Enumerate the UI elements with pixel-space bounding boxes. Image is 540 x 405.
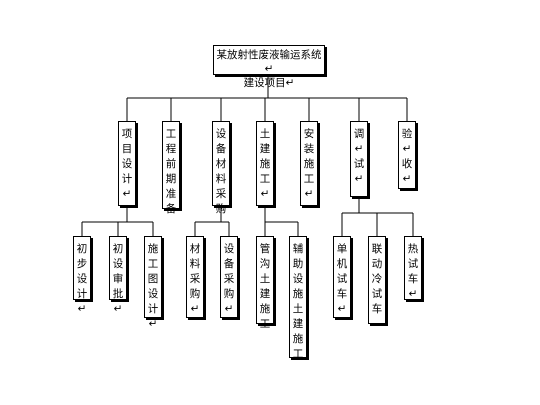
node-label: 调↵试↵: [353, 128, 365, 185]
node-label: 初设审批↵: [112, 243, 124, 315]
node-linked-cold-test: 联动冷试车: [368, 236, 386, 324]
node-label: 管沟土建施工: [259, 243, 271, 330]
root-node: 某放射性废液输运系统↵ 建设项目↵: [213, 45, 325, 89]
node-label: 材料采购↵: [189, 243, 201, 315]
node-acceptance: 验↵收↵: [398, 121, 416, 189]
node-label: 单机试车↵: [336, 243, 348, 315]
node-equipment-purchase: 设备采购↵: [220, 236, 238, 318]
node-preliminary-preparation: 工程前期准备: [162, 121, 180, 215]
node-hot-test: 热试车↵: [404, 236, 422, 300]
node-label: 验↵收↵: [401, 128, 413, 185]
node-single-test: 单机试车↵: [333, 236, 351, 318]
node-label: 工程前期准备: [165, 128, 177, 215]
node-civil-construction: 土建施工↵: [256, 121, 274, 206]
node-label: 设备材料采购: [215, 128, 227, 215]
node-label: 设备采购↵: [223, 243, 235, 315]
node-label: 辅助设施土建施工: [292, 243, 304, 360]
node-material-procurement: 材料采购↵: [186, 236, 204, 318]
node-equipment-procurement: 设备材料采购: [212, 121, 230, 215]
node-design-approval: 初设审批↵: [109, 236, 127, 315]
node-construction-drawing: 施工图设计↵: [144, 236, 162, 330]
node-preliminary-design: 初步设计↵: [73, 236, 91, 315]
node-label: 施工图设计↵: [147, 243, 159, 330]
node-label: 初步设计↵: [76, 243, 88, 315]
node-project-design: 项目设计↵: [118, 121, 136, 206]
root-node-line1: 某放射性废液输运系统↵: [216, 49, 322, 75]
node-label: 联动冷试车: [371, 243, 383, 315]
node-commissioning: 调↵试↵: [350, 121, 368, 197]
node-auxiliary-construction: 辅助设施土建施工: [289, 236, 307, 360]
root-node-line2: 建设项目↵: [243, 77, 295, 89]
node-label: 项目设计↵: [121, 128, 133, 200]
node-label: 安装施工↵: [303, 128, 315, 200]
node-trench-construction: 管沟土建施工: [256, 236, 274, 330]
node-label: 土建施工↵: [259, 128, 271, 200]
node-label: 热试车↵: [407, 243, 419, 300]
node-installation: 安装施工↵: [300, 121, 318, 206]
